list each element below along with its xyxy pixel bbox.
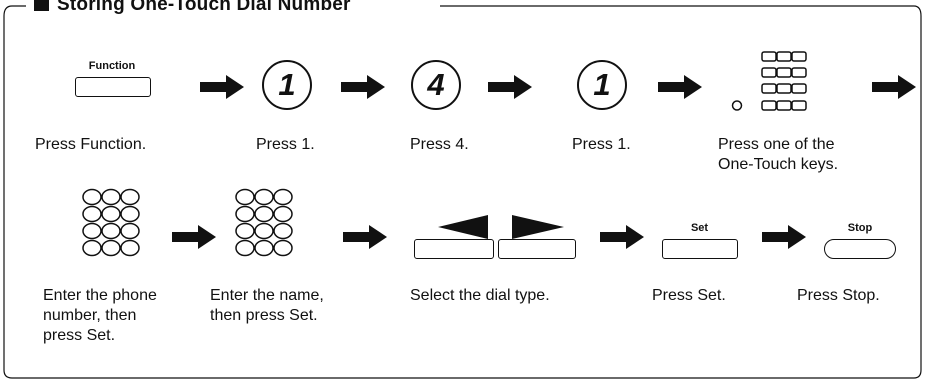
right-arrow-icon [658,75,702,99]
left-triangle-icon [438,215,488,239]
caption-press-one-touch-line2: One-Touch keys. [718,156,839,173]
right-arrow-icon [341,75,385,99]
function-button[interactable] [75,77,151,97]
keypad-icon[interactable] [225,186,315,276]
right-triangle-icon [512,215,564,239]
caption-press-4: Press 4. [410,136,469,153]
stop-button[interactable] [824,239,896,259]
dial-type-right-button[interactable] [498,239,576,259]
caption-press-stop: Press Stop. [797,287,880,304]
function-button-label: Function [88,60,136,72]
caption-enter-name-line1: Enter the name, [210,287,324,304]
dial-type-left-button[interactable] [414,239,494,259]
caption-press-1: Press 1. [256,136,315,153]
one-touch-keys-icon[interactable] [727,48,827,118]
caption-press-one-touch-line1: Press one of the [718,136,835,153]
right-arrow-icon [872,75,916,99]
caption-enter-phone-line1: Enter the phone [43,287,157,304]
caption-press-set: Press Set. [652,287,726,304]
bullet-square-icon [34,0,49,11]
set-button[interactable] [662,239,738,259]
digit-key-4[interactable]: 4 [411,60,461,110]
caption-press-1-second: Press 1. [572,136,631,153]
right-arrow-icon [600,225,644,249]
caption-enter-phone-line2: number, then [43,307,137,324]
right-arrow-icon [488,75,532,99]
stop-button-label: Stop [847,222,873,234]
caption-enter-phone-line3: press Set. [43,327,116,344]
right-arrow-icon [762,225,806,249]
caption-enter-name-line2: then press Set. [210,307,318,324]
right-arrow-icon [343,225,387,249]
dial-type-buttons [438,215,564,239]
caption-select-dial-type: Select the dial type. [410,287,550,304]
section-title: Storing One-Touch Dial Number [30,0,357,16]
digit-key-1[interactable]: 1 [577,60,627,110]
set-button-label: Set [690,222,709,234]
section-title-text: Storing One-Touch Dial Number [57,0,351,15]
right-arrow-icon [200,75,244,99]
caption-press-function: Press Function. [35,136,147,153]
keypad-icon[interactable] [72,186,162,276]
digit-key-1[interactable]: 1 [262,60,312,110]
right-arrow-icon [172,225,216,249]
